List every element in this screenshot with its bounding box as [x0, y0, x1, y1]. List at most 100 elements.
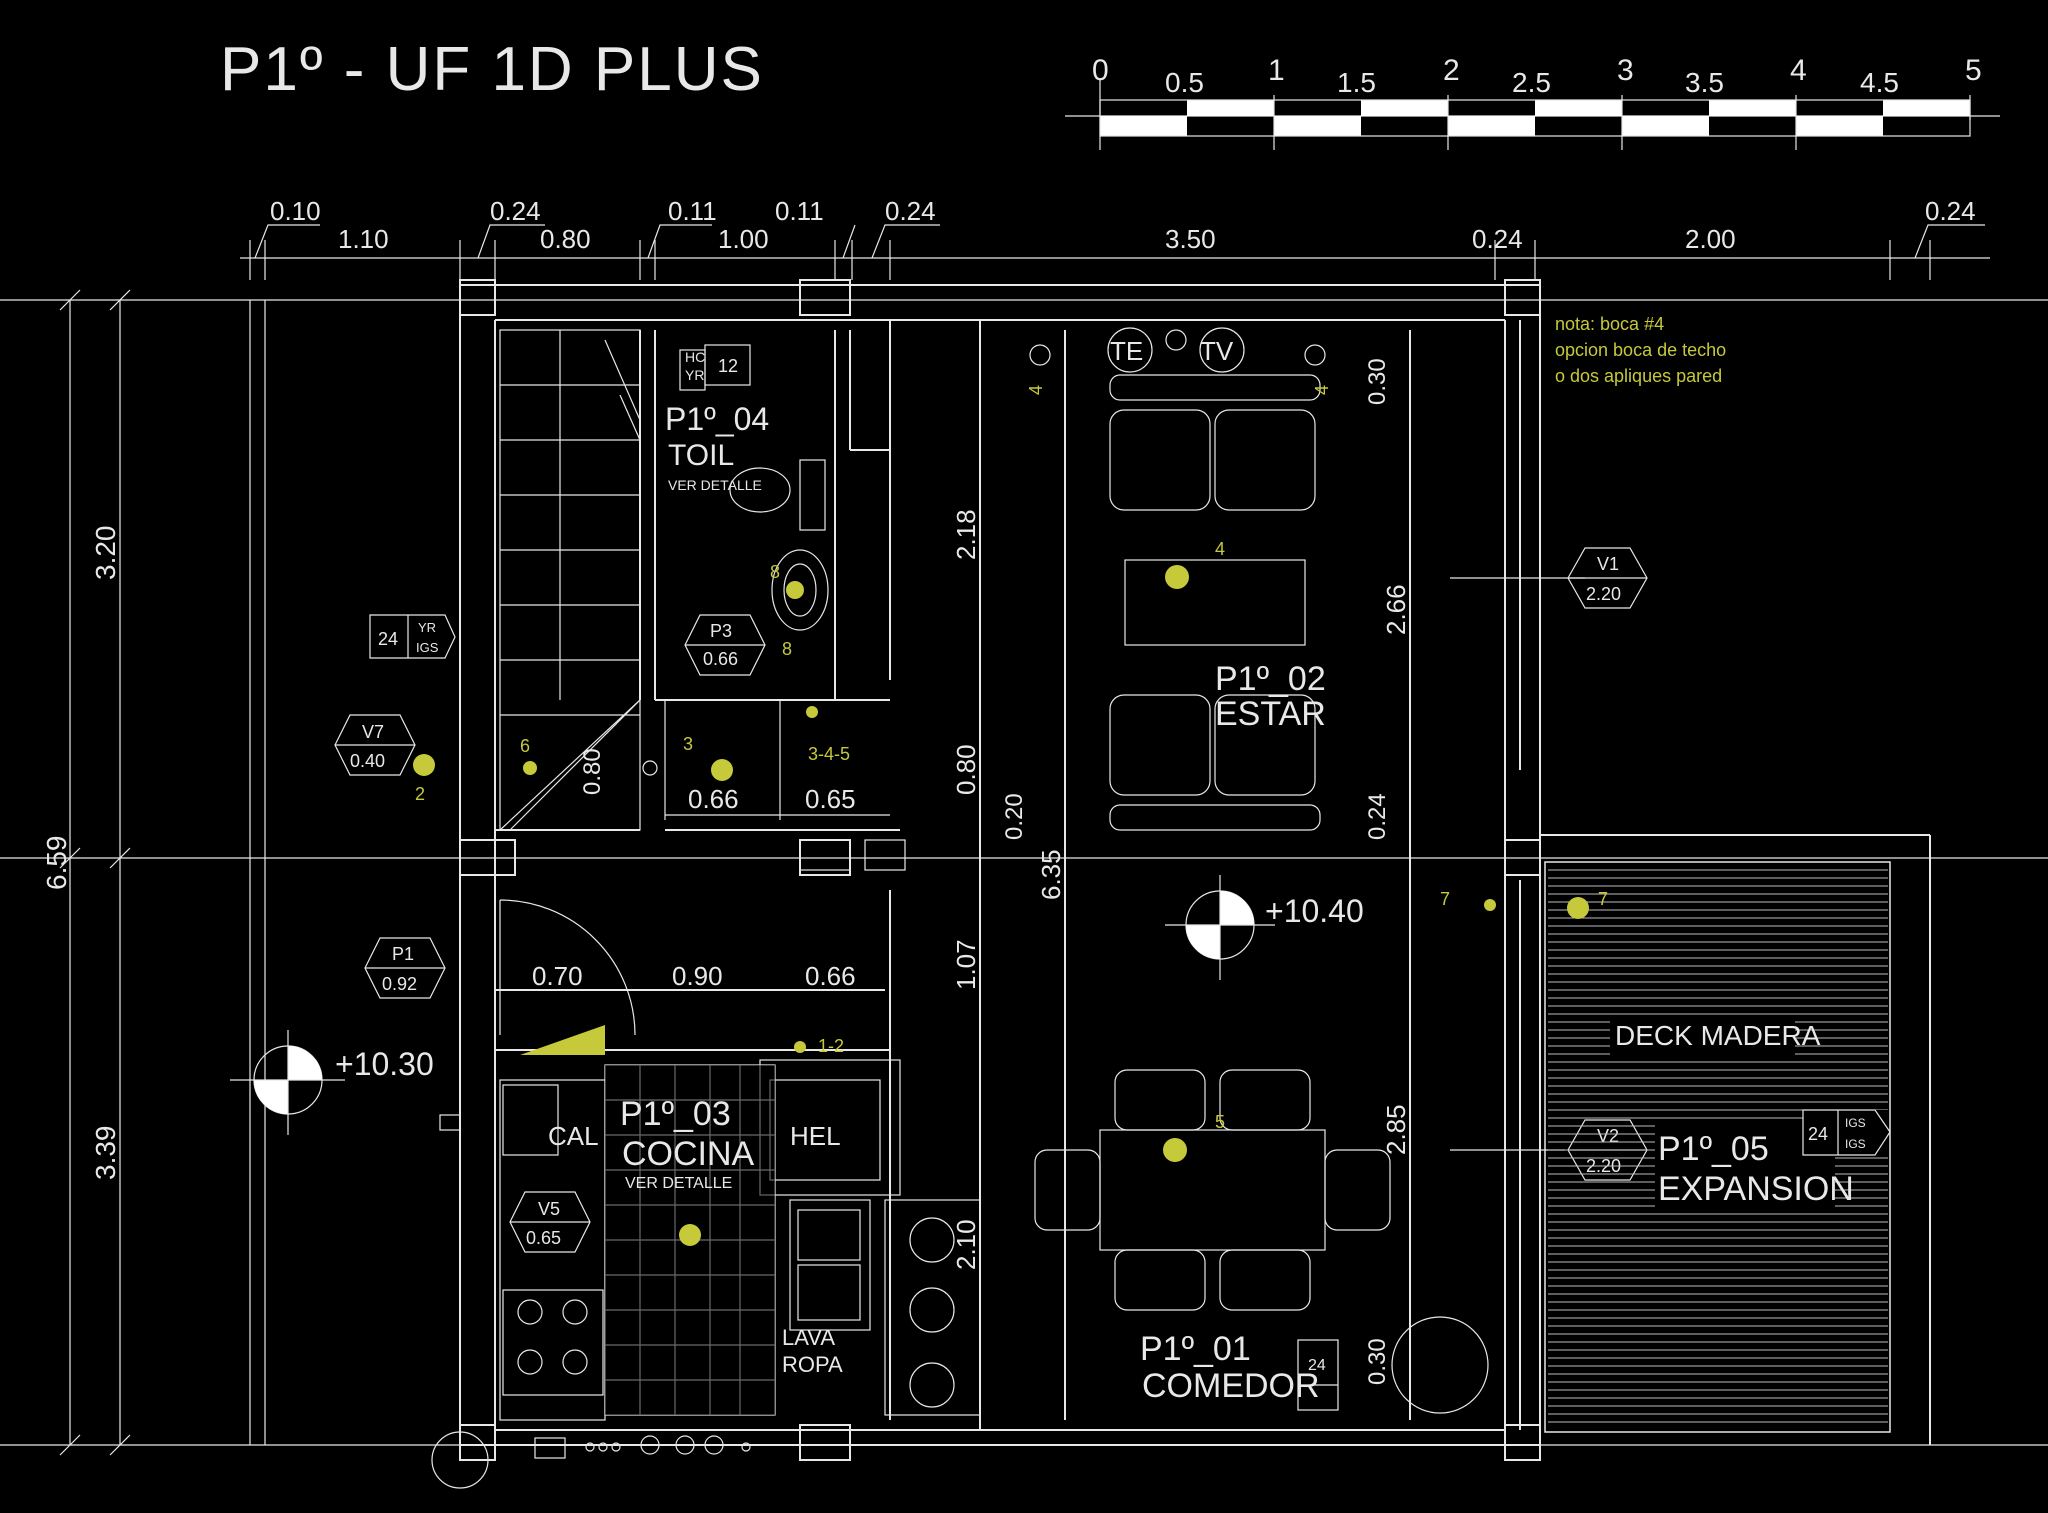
dim-label: 2.10 [951, 1219, 981, 1270]
scale-label: 2.5 [1512, 67, 1551, 98]
tag-value: 0.40 [350, 751, 385, 771]
fixture-label: TE [1110, 336, 1143, 366]
circuit-label: 4 [1026, 385, 1046, 395]
room-detail: VER DETALLE [625, 1175, 732, 1192]
box-label: HC [685, 349, 705, 365]
dim-label: 0.80 [951, 744, 981, 795]
fixture-label: HEL [790, 1121, 841, 1151]
circuit-label: 1-2 [818, 1036, 844, 1056]
circuit-label: 4 [1215, 539, 1225, 559]
scale-label: 1.5 [1337, 67, 1376, 98]
dim-label: 3.20 [90, 526, 121, 581]
dim-label: 0.30 [1364, 358, 1391, 405]
door-swing [499, 899, 636, 1036]
switch-point [794, 1041, 806, 1053]
fixture-label: LAVA [782, 1325, 835, 1350]
circuit-label: 3 [683, 734, 693, 754]
scale-label: 0.5 [1165, 67, 1204, 98]
dim-label: 6.59 [41, 836, 72, 891]
scale-label: 4.5 [1860, 67, 1899, 98]
tag-value: 0.66 [703, 649, 738, 669]
light-point [786, 581, 804, 599]
dim-label: 3.39 [90, 1126, 121, 1181]
tag-value: 2.20 [1586, 584, 1621, 604]
circuit-label: 7 [1598, 889, 1608, 909]
note-line: o dos apliques pared [1555, 366, 1722, 386]
box-label: 24 [1808, 1124, 1828, 1144]
switch-point [806, 706, 818, 718]
note-line: opcion boca de techo [1555, 340, 1726, 360]
room-name: TOIL [668, 439, 734, 472]
circuit-label: 6 [520, 736, 530, 756]
scale-label: 1 [1268, 54, 1285, 87]
light-point [413, 754, 435, 776]
top-dimension-chain: 0.10 0.24 0.11 0.11 0.24 0.24 1.10 0.80 … [0, 196, 2048, 301]
room-detail: VER DETALLE [668, 477, 762, 493]
dim-label: 0.66 [688, 784, 739, 814]
dim-label: 2.18 [951, 509, 981, 560]
switch-point [1484, 899, 1496, 911]
breaker-box: 24 YR IGS [369, 614, 456, 659]
fixture-label: TV [1200, 336, 1234, 366]
circuit-label: 4 [1312, 385, 1332, 395]
tag-code: V1 [1597, 554, 1619, 574]
hall [509, 699, 906, 871]
bottom-fixtures [431, 1431, 751, 1489]
dim-label: 2.85 [1381, 1104, 1411, 1155]
room-code: P1º_04 [665, 401, 769, 437]
dim-label: 0.30 [1364, 1338, 1391, 1385]
box-label: 12 [718, 356, 738, 376]
tag-v5: V5 0.65 [509, 1191, 591, 1253]
dim-label: 0.80 [579, 748, 606, 795]
tag-code: V7 [362, 722, 384, 742]
box-label: IGS [416, 640, 439, 655]
tag-v1: V1 2.20 [1567, 547, 1648, 609]
light-point [1163, 1138, 1187, 1162]
dim-label: 0.11 [668, 196, 717, 226]
room-name: COMEDOR [1142, 1367, 1320, 1405]
level-label: +10.30 [335, 1046, 434, 1082]
tag-p3: P3 0.66 [684, 614, 766, 676]
stair [499, 329, 641, 831]
circuit-label: 3-4-5 [808, 744, 850, 764]
tag-p1: P1 0.92 [364, 937, 446, 999]
dim-label: 2.00 [1685, 224, 1736, 254]
light-point [711, 759, 733, 781]
light-point [1567, 897, 1589, 919]
dim-label: 0.80 [540, 224, 591, 254]
circuit-label: 2 [415, 784, 425, 804]
circuit-label: 5 [1215, 1112, 1225, 1132]
dim-label: 0.24 [1472, 224, 1523, 254]
circuit-label: 8 [782, 639, 792, 659]
living-room [1029, 327, 1326, 831]
dim-label: 2.66 [1381, 584, 1411, 635]
scale-bar: 0 0.5 1 1.5 2 2.5 3 3.5 4 4.5 5 [1065, 54, 2000, 150]
circuit-label: 7 [1440, 889, 1450, 909]
dim-label: 1.10 [338, 224, 389, 254]
room-code: P1º_03 [620, 1095, 731, 1133]
dim-label: 1.07 [951, 939, 981, 990]
room-code: P1º_05 [1658, 1130, 1769, 1168]
dim-label: 0.10 [270, 196, 321, 226]
light-point [679, 1224, 701, 1246]
tag-v7: V7 0.40 [334, 714, 416, 776]
level-label: +10.40 [1265, 893, 1364, 929]
triangle-marker [520, 1025, 605, 1055]
level-marker [1165, 875, 1275, 980]
box-label: IGS [1845, 1116, 1866, 1130]
dim-label: 0.24 [490, 196, 541, 226]
box-label: 24 [378, 629, 398, 649]
room-name: ESTAR [1215, 695, 1326, 733]
dim-label: 0.65 [805, 784, 856, 814]
dim-label: 0.70 [532, 961, 583, 991]
room-code: P1º_02 [1215, 660, 1326, 698]
deck [1544, 861, 1891, 1433]
dim-label: 1.00 [718, 224, 769, 254]
scale-label: 2 [1443, 54, 1460, 87]
dim-label: 0.66 [805, 961, 856, 991]
deck-label: DECK MADERA [1615, 1020, 1821, 1051]
tag-code: V2 [1597, 1126, 1619, 1146]
light-point [1165, 565, 1189, 589]
circuit-label: 8 [770, 562, 780, 582]
